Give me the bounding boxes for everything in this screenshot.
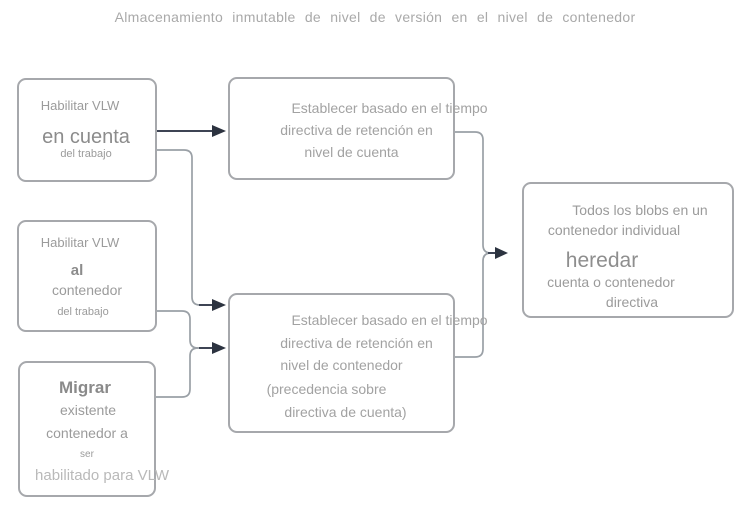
box-container-retention-policy: Establecer basado en el tiempo directiva… (228, 293, 488, 433)
box-line: contenedor individual (547, 222, 681, 238)
box-line: ser (80, 449, 94, 460)
box-line: Habilitar VLW (40, 235, 120, 250)
box-line: directiva de retención en (280, 122, 433, 138)
box-line: Habilitar VLW (40, 98, 120, 113)
box-line: (precedencia sobre (266, 381, 387, 397)
box-line: nivel de cuenta (304, 144, 399, 160)
box-blobs-inherit-policy: Todos los blobs en un contenedor individ… (522, 182, 734, 318)
arrowhead-account-policy (212, 125, 226, 137)
box-line: habilitado para VLW (35, 467, 169, 484)
diagram-title: Almacenamiento inmutable de nivel de ver… (114, 9, 636, 25)
box-line: Establecer basado en el tiempo (291, 312, 488, 328)
connector-migrate-to-container-policy (156, 347, 199, 398)
arrowhead-inherit (495, 247, 508, 259)
box-line: directiva (605, 294, 659, 310)
box-account-retention-policy: Establecer basado en el tiempo directiva… (228, 77, 488, 180)
box-enable-vlw-account: Habilitar VLW en cuenta del trabajo (17, 78, 157, 182)
box-line: Establecer basado en el tiempo (291, 100, 488, 116)
arrowhead-container-policy-2 (212, 342, 226, 354)
box-line: contenedor (51, 282, 123, 298)
box-migrate-existing-container: Migrar existente contenedor a ser habili… (18, 361, 169, 497)
connector-account-to-container-policy (157, 149, 204, 306)
connector-container-policy-to-inherit (455, 252, 492, 358)
box-enable-vlw-container: Habilitar VLW al contenedor del trabajo (17, 220, 157, 332)
box-line: en cuenta (42, 126, 130, 148)
box-line: contenedor a (46, 425, 128, 441)
box-line: nivel de contenedor (280, 357, 403, 373)
box-line: cuenta o contenedor (547, 274, 675, 290)
box-line: existente (59, 402, 117, 418)
arrowhead-container-policy-1 (212, 299, 226, 311)
connector-account-policy-to-inherit (453, 131, 492, 254)
box-line: directiva de retención en (280, 335, 433, 351)
box-line: Todos los blobs en un (572, 202, 708, 218)
box-line: al (70, 262, 84, 279)
box-line: Migrar (59, 378, 111, 397)
box-line: del trabajo (57, 306, 109, 318)
box-line: del trabajo (60, 148, 112, 160)
box-line: directiva de cuenta) (284, 404, 407, 420)
connector-container-to-container-policy (157, 310, 204, 349)
box-line: heredar (565, 249, 639, 272)
